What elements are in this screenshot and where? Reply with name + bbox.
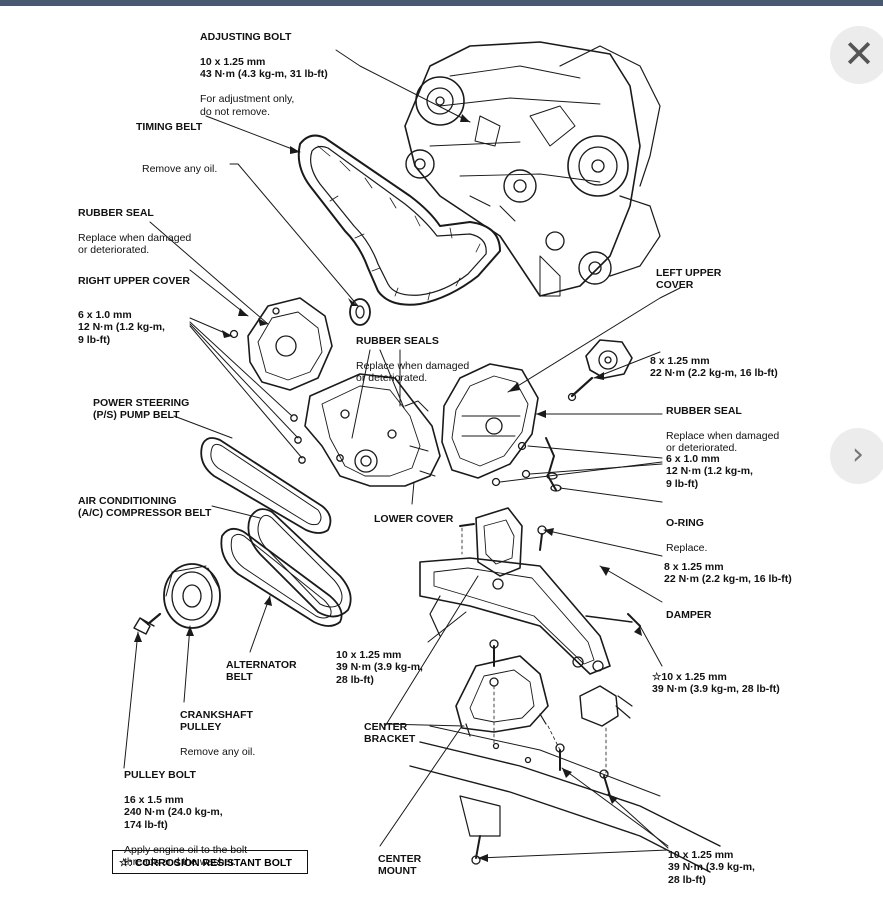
ac-compressor-belt <box>247 508 352 618</box>
label-crankshaft-pulley-note: Remove any oil. <box>180 746 256 758</box>
label-adjusting-bolt: ADJUSTING BOLT 10 x 1.25 mm 43 N·m (4.3 … <box>200 18 328 131</box>
label-pulley-bolt-spec: 16 x 1.5 mm 240 N·m (24.0 kg-m, 174 lb-f… <box>124 793 223 831</box>
label-timing-belt-title: TIMING BELT <box>136 120 203 133</box>
alternator-belt <box>220 527 343 627</box>
label-ac-compressor-belt: AIR CONDITIONING (A/C) COMPRESSOR BELT <box>78 482 211 532</box>
label-bolt-10x125-bottom: 10 x 1.25 mm 39 N·m (3.9 kg-m, 28 lb-ft) <box>668 836 755 899</box>
label-bolt-8x125-mid: 8 x 1.25 mm 22 N·m (2.2 kg-m, 16 lb-ft) <box>664 548 792 598</box>
label-rubber-seal-left-title: RUBBER SEAL <box>78 206 154 219</box>
crankshaft-pulley <box>163 563 221 629</box>
label-adjusting-bolt-title: ADJUSTING BOLT <box>200 30 292 43</box>
label-bolt-6x1-right-spec: 6 x 1.0 mm 12 N·m (1.2 kg-m, 9 lb-ft) <box>666 452 753 490</box>
damper-crossbar <box>419 557 641 675</box>
right-clamp <box>579 685 633 727</box>
label-timing-belt: TIMING BELT <box>136 108 202 146</box>
frame-rails <box>409 725 721 873</box>
label-bolt-8x125-mid-spec: 8 x 1.25 mm 22 N·m (2.2 kg-m, 16 lb-ft) <box>664 560 792 586</box>
leader-lines <box>123 49 681 859</box>
chevron-right-icon: › <box>852 437 864 472</box>
label-power-steering-belt: POWER STEERING (P/S) PUMP BELT <box>93 384 189 434</box>
label-rubber-seals-center: RUBBER SEALS Replace when damaged or det… <box>356 322 469 397</box>
alignment-lines <box>461 527 607 777</box>
label-remove-oil-top: Remove any oil. <box>142 150 217 188</box>
label-rubber-seals-center-note: Replace when damaged or deteriorated. <box>356 359 470 385</box>
label-bolt-10x125-bottom-spec: 10 x 1.25 mm 39 N·m (3.9 kg-m, 28 lb-ft) <box>668 848 755 886</box>
label-damper: DAMPER <box>666 596 712 634</box>
label-o-ring-note: Replace. <box>666 541 708 554</box>
label-alternator-belt: ALTERNATOR BELT <box>226 646 297 696</box>
label-rubber-seals-center-title: RUBBER SEALS <box>356 334 439 347</box>
label-bolt-8x125-top: 8 x 1.25 mm 22 N·m (2.2 kg-m, 16 lb-ft) <box>650 342 778 392</box>
label-bolt-6x1-left-spec: 6 x 1.0 mm 12 N·m (1.2 kg-m, 9 lb-ft) <box>78 308 165 346</box>
label-o-ring: O-RING Replace. <box>666 504 707 567</box>
viewer-top-bar <box>0 0 883 6</box>
label-left-upper-cover-title: LEFT UPPER COVER <box>656 266 722 292</box>
label-lower-cover: LOWER COVER <box>374 500 453 538</box>
label-bolt-6x1-right: 6 x 1.0 mm 12 N·m (1.2 kg-m, 9 lb-ft) <box>666 440 753 503</box>
o-ring-pipe <box>545 437 562 492</box>
label-bolt-10x125-star-spec: ☆10 x 1.25 mm 39 N·m (3.9 kg-m, 28 lb-ft… <box>652 670 780 696</box>
bolt-right-cover <box>229 329 239 339</box>
center-bracket <box>455 639 549 737</box>
rubber-seal-ring <box>349 298 371 326</box>
label-right-upper-cover: RIGHT UPPER COVER <box>78 262 190 300</box>
label-rubber-seal-left: RUBBER SEAL Replace when damaged or dete… <box>78 194 191 269</box>
label-rubber-seal-right-title: RUBBER SEAL <box>666 404 742 417</box>
label-crankshaft-pulley: CRANKSHAFT PULLEY Remove any oil. <box>180 696 255 771</box>
label-bolt-10x125-center: 10 x 1.25 mm 39 N·m (3.9 kg-m, 28 lb-ft) <box>336 636 423 699</box>
label-bolt-8x125-top-spec: 8 x 1.25 mm 22 N·m (2.2 kg-m, 16 lb-ft) <box>650 354 778 380</box>
label-rubber-seal-right-note: Replace when damaged or deteriorated. <box>666 429 780 455</box>
label-alternator-belt-title: ALTERNATOR BELT <box>226 658 297 684</box>
right-upper-cover <box>247 297 333 391</box>
label-power-steering-belt-title: POWER STEERING (P/S) PUMP BELT <box>93 396 190 422</box>
lower-cover <box>304 373 441 487</box>
label-center-bracket-title: CENTER BRACKET <box>364 720 416 746</box>
label-rubber-seal-right: RUBBER SEAL Replace when damaged or dete… <box>666 392 779 467</box>
label-adjusting-bolt-note: For adjustment only, do not remove. <box>200 93 295 118</box>
label-center-mount-title: CENTER MOUNT <box>378 852 422 878</box>
label-adjusting-bolt-spec: 10 x 1.25 mm 43 N·m (4.3 kg-m, 31 lb-ft) <box>200 55 328 81</box>
label-crankshaft-pulley-title: CRANKSHAFT PULLEY <box>180 708 253 734</box>
label-center-mount: CENTER MOUNT <box>378 840 421 890</box>
timing-belt-drawing <box>297 134 501 306</box>
diagram-drawing <box>123 41 721 873</box>
label-left-upper-cover: LEFT UPPER COVER <box>656 254 721 304</box>
leader-arrowheads <box>134 114 642 862</box>
label-o-ring-title: O-RING <box>666 516 704 529</box>
label-pulley-bolt-title: PULLEY BOLT <box>124 768 196 781</box>
corrosion-resistant-legend: ☆: CORROSION RESISTANT BOLT <box>112 850 308 874</box>
label-bolt-10x125-center-spec: 10 x 1.25 mm 39 N·m (3.9 kg-m, 28 lb-ft) <box>336 648 423 686</box>
label-pulley-bolt-note: Apply engine oil to the bolt threads and… <box>124 843 248 869</box>
close-button[interactable]: ✕ <box>830 26 883 84</box>
left-upper-cover <box>441 363 539 479</box>
label-right-upper-cover-title: RIGHT UPPER COVER <box>78 274 191 287</box>
label-bolt-10x125-star: ☆10 x 1.25 mm 39 N·m (3.9 kg-m, 28 lb-ft… <box>652 658 780 708</box>
engine-assembly <box>404 41 661 297</box>
label-damper-title: DAMPER <box>666 608 712 621</box>
timing-belt-diagram: ADJUSTING BOLT 10 x 1.25 mm 43 N·m (4.3 … <box>0 6 883 903</box>
label-lower-cover-title: LOWER COVER <box>374 512 454 525</box>
label-rubber-seal-left-note: Replace when damaged or deteriorated. <box>78 231 192 257</box>
damper-bracket <box>459 507 547 577</box>
power-steering-belt <box>200 437 332 534</box>
label-remove-oil-top-text: Remove any oil. <box>142 162 218 175</box>
belt-tensioner <box>567 339 633 402</box>
pulley-bolt <box>133 612 162 635</box>
close-icon: ✕ <box>843 32 875 76</box>
label-bolt-6x1-left: 6 x 1.0 mm 12 N·m (1.2 kg-m, 9 lb-ft) <box>78 296 165 359</box>
label-ac-compressor-belt-title: AIR CONDITIONING (A/C) COMPRESSOR BELT <box>78 494 212 520</box>
label-pulley-bolt: PULLEY BOLT 16 x 1.5 mm 240 N·m (24.0 kg… <box>124 756 247 881</box>
label-center-bracket: CENTER BRACKET <box>364 708 415 758</box>
next-image-button[interactable]: › <box>830 428 883 484</box>
